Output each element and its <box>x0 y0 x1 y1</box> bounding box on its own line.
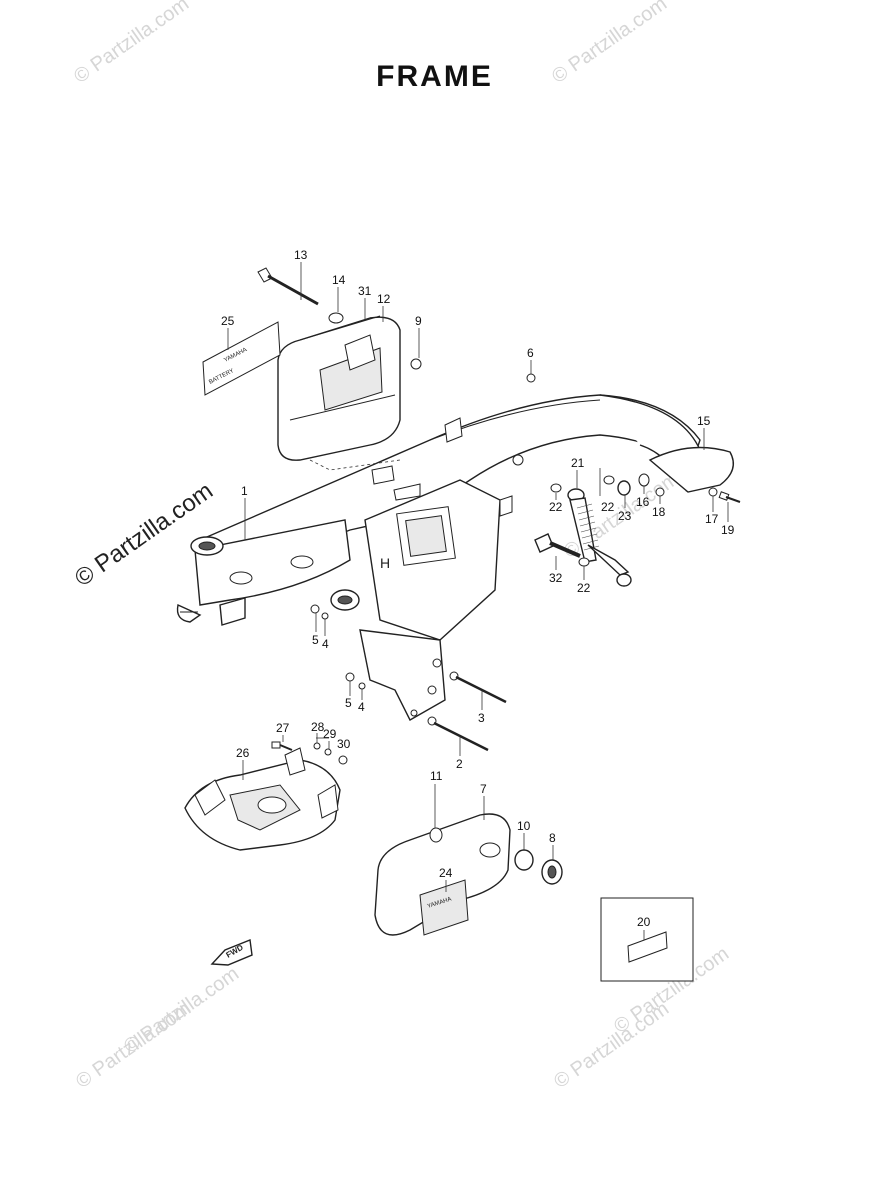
battery-box-part <box>277 315 401 461</box>
callout-3: 3 <box>478 711 485 725</box>
callout-27: 27 <box>276 721 290 735</box>
callout-24: 24 <box>439 866 453 880</box>
callout-9: 9 <box>415 314 422 328</box>
bolt-2-part <box>427 716 489 752</box>
nut-6-part <box>526 373 536 383</box>
washer-4-part <box>358 682 366 690</box>
callout-4-a: 4 <box>322 637 329 651</box>
nut-30-part <box>338 755 348 765</box>
bolt-19-part <box>718 491 741 503</box>
side-cover-7-part: YAMAHA <box>374 813 511 936</box>
washer-22-part <box>550 483 562 493</box>
knob-8-part <box>541 859 563 885</box>
washer-22-part <box>578 557 590 567</box>
callout-26: 26 <box>236 746 250 760</box>
callout-32: 32 <box>549 571 563 585</box>
callout-4-b: 4 <box>358 700 365 714</box>
collar-16-part <box>638 473 650 487</box>
bolt-32-part <box>534 533 581 558</box>
ring-10-part <box>514 849 534 871</box>
callout-22-b: 22 <box>601 500 615 514</box>
skid-plate-26-part <box>184 747 341 851</box>
page-title: FRAME <box>376 60 493 93</box>
washer-29-part <box>324 748 332 756</box>
svg-text:H: H <box>380 555 390 571</box>
nut-9-part <box>410 358 422 370</box>
washer-22-part <box>603 475 615 485</box>
nut-5-part <box>310 604 320 614</box>
rear-shock-part <box>567 488 632 587</box>
callout-15: 15 <box>697 414 711 428</box>
callout-23: 23 <box>618 509 632 523</box>
callout-5-a: 5 <box>312 633 319 647</box>
bolt-13-part <box>257 267 319 306</box>
callout-29: 29 <box>323 727 337 741</box>
callout-11: 11 <box>430 769 443 783</box>
callout-30: 30 <box>337 737 351 751</box>
callout-numbers: 13 14 31 12 9 25 6 15 21 1 22 22 23 16 1… <box>221 248 735 929</box>
o-ring-11-part <box>429 827 443 843</box>
callout-6: 6 <box>527 346 534 360</box>
callout-14: 14 <box>332 273 346 287</box>
callout-28: 28 <box>311 720 325 734</box>
forward-direction-arrow: FWD <box>210 939 253 966</box>
callout-22-c: 22 <box>577 581 591 595</box>
callout-7: 7 <box>480 782 487 796</box>
bolt-27-part <box>271 741 293 751</box>
callout-19: 19 <box>721 523 735 537</box>
callout-31: 31 <box>358 284 372 298</box>
callout-2: 2 <box>456 757 463 771</box>
callout-16: 16 <box>636 495 650 509</box>
mud-flap-15-part <box>648 446 734 493</box>
callout-12: 12 <box>377 292 391 306</box>
nut-5-part <box>345 672 355 682</box>
main-frame-part: H <box>176 394 701 721</box>
callout-1: 1 <box>241 484 248 498</box>
callout-17: 17 <box>705 512 719 526</box>
callout-leaders <box>227 262 729 940</box>
callout-5-b: 5 <box>345 696 352 710</box>
washer-28-part <box>313 742 321 750</box>
callout-13: 13 <box>294 248 308 262</box>
callout-22-a: 22 <box>549 500 563 514</box>
bolt-3-part <box>449 671 507 704</box>
callout-18: 18 <box>652 505 666 519</box>
callout-10: 10 <box>517 819 531 833</box>
label-20-inset <box>600 897 694 982</box>
washer-4-part <box>321 612 329 620</box>
decal-25-part: YAMAHA BATTERY <box>202 321 281 396</box>
callout-20: 20 <box>637 915 651 929</box>
washer-14-part <box>328 312 344 324</box>
nut-18-part <box>655 487 665 497</box>
callout-8: 8 <box>549 831 556 845</box>
callout-25: 25 <box>221 314 235 328</box>
bushing-23-part <box>617 480 631 496</box>
callout-21: 21 <box>571 456 585 470</box>
washer-17-part <box>708 487 718 497</box>
